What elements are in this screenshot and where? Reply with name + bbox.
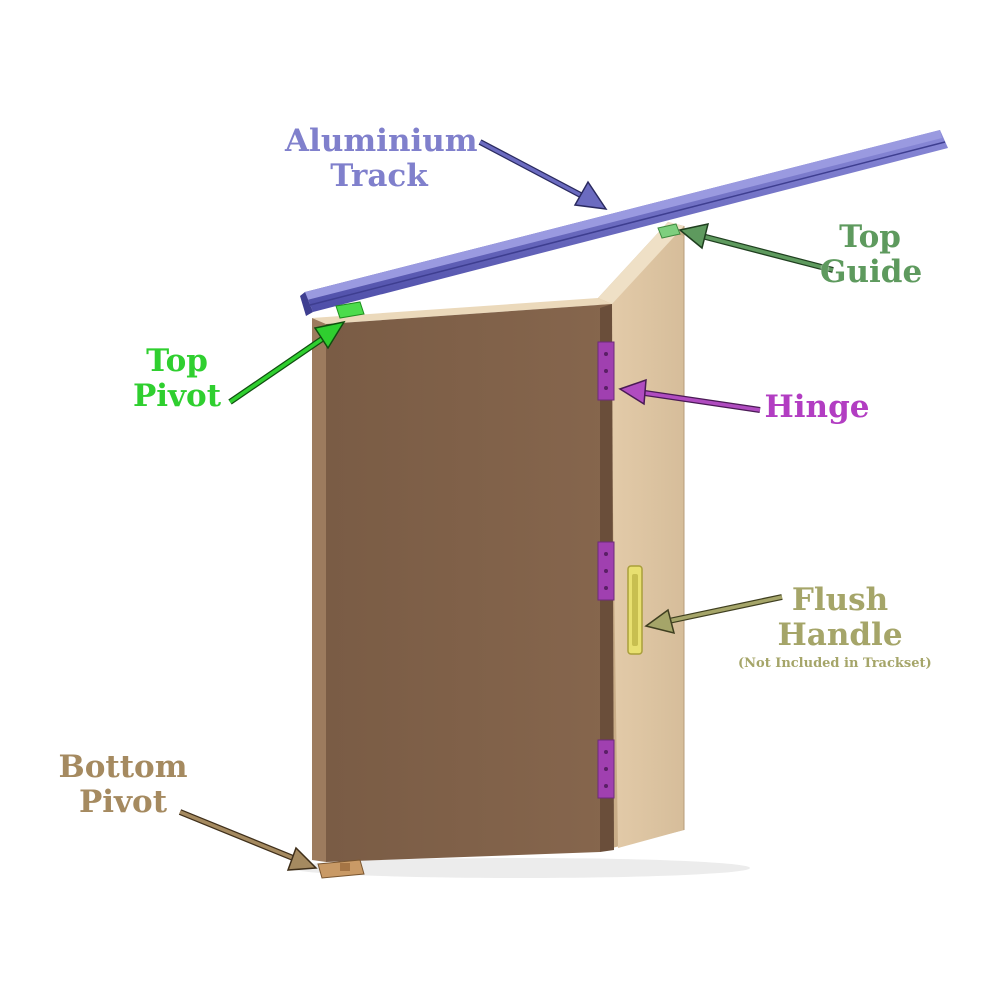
aluminium-track-part xyxy=(300,130,948,316)
label-bottom-pivot-line2: Pivot xyxy=(78,784,168,820)
hinge-top xyxy=(597,341,615,401)
arrow-hinge xyxy=(618,378,761,413)
label-hinge: Hinge xyxy=(762,390,872,425)
label-bottom-pivot-line1: Bottom xyxy=(58,749,188,785)
label-top-guide-line2: Guide xyxy=(820,254,923,290)
hinge-middle xyxy=(597,541,615,601)
label-aluminium-track-line2: Track xyxy=(330,158,428,194)
bottom-pivot-part xyxy=(317,859,365,879)
arrow-flush-handle xyxy=(644,594,783,635)
label-hinge-line1: Hinge xyxy=(764,389,870,425)
label-flush-handle-line2: Handle xyxy=(777,617,903,653)
label-top-pivot: Top Pivot xyxy=(122,344,232,414)
arrow-top-guide xyxy=(678,223,834,273)
label-aluminium-track: Aluminium Track xyxy=(285,123,478,194)
label-bottom-pivot: Bottom Pivot xyxy=(58,750,188,820)
label-top-guide-line1: Top xyxy=(839,219,901,255)
arrow-bottom-pivot xyxy=(178,809,318,871)
label-flush-handle-line1: Flush xyxy=(791,582,889,618)
top-pivot-part xyxy=(335,301,365,319)
label-top-pivot-line1: Top xyxy=(146,343,208,379)
label-top-guide: Top Guide xyxy=(820,219,923,290)
label-flush-handle-note: (Not Included in Trackset) xyxy=(738,656,932,671)
arrow-aluminium-track xyxy=(478,139,608,210)
label-flush-handle: Flush Handle xyxy=(770,583,910,653)
label-aluminium-track-line1: Aluminium xyxy=(285,123,478,159)
hinge-bottom xyxy=(597,739,615,799)
label-top-pivot-line2: Pivot xyxy=(132,378,222,414)
arrow-top-pivot xyxy=(228,320,346,405)
floor-shadow xyxy=(290,858,750,878)
flush-handle-part xyxy=(627,565,643,655)
front-door-panel xyxy=(312,298,614,862)
top-guide-part xyxy=(657,223,681,239)
